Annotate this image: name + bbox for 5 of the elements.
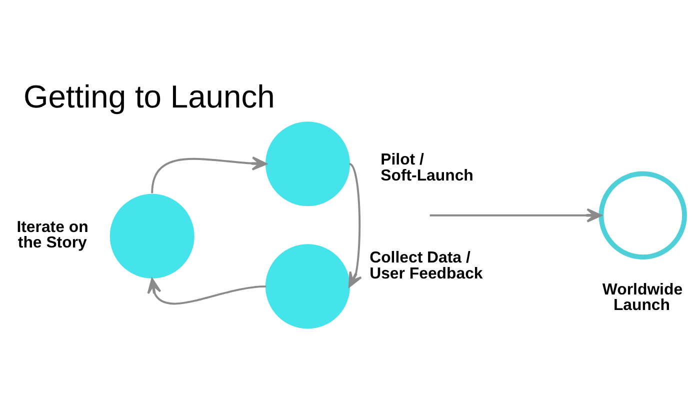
node-label: Iterate on the Story xyxy=(16,218,88,252)
node-label: Collect Data / User Feedback xyxy=(370,248,483,282)
node-label: Pilot / Soft-Launch xyxy=(380,150,474,184)
node-label: Worldwide Launch xyxy=(602,280,683,314)
diagram-title: Getting to Launch xyxy=(23,78,275,114)
